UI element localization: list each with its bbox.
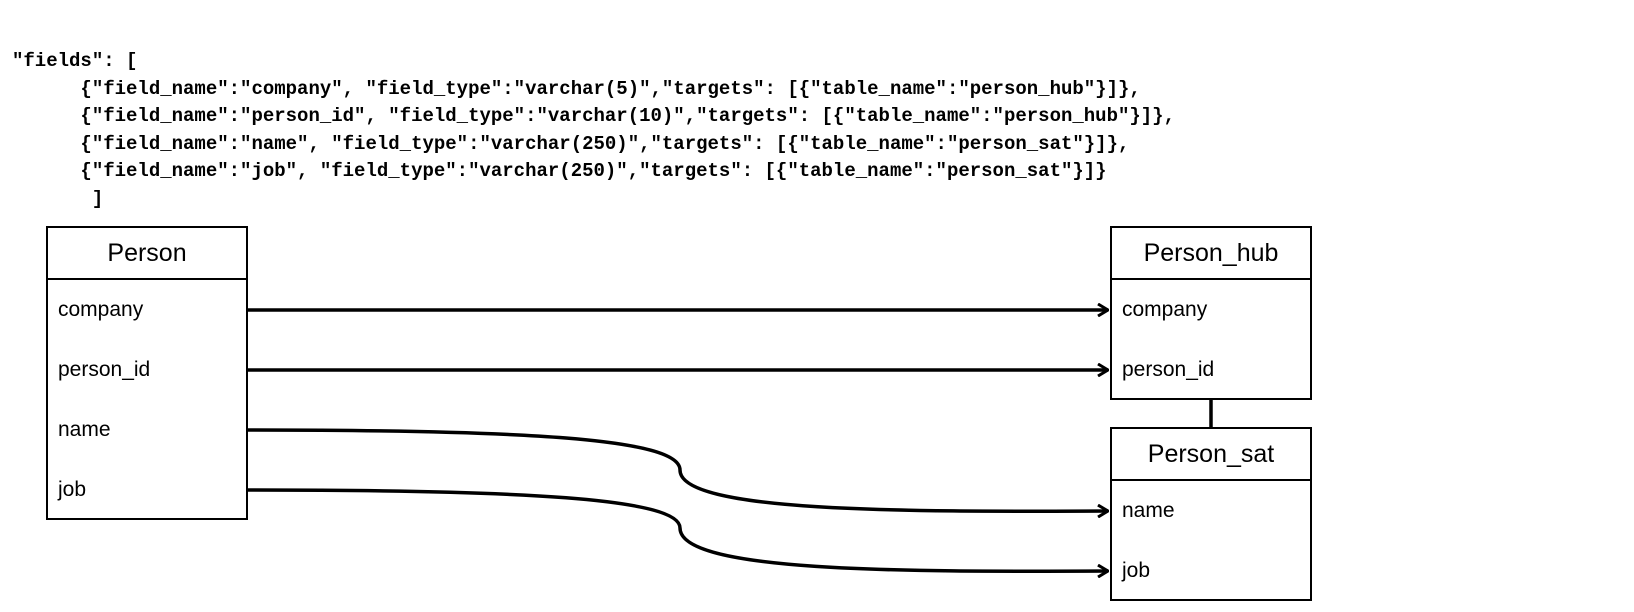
code-line: {"field_name":"company", "field_type":"v… [12, 77, 1141, 100]
code-line: {"field_name":"person_id", "field_type":… [12, 105, 1175, 127]
code-line: {"field_name":"name", "field_type":"varc… [12, 132, 1130, 155]
person-field-name: name [58, 418, 111, 441]
person-table-title: Person [48, 228, 246, 280]
code-line: "fields": [ [12, 50, 138, 72]
fields-json-code-block: "fields": [ {"field_name":"company", "fi… [12, 48, 1175, 213]
code-line: {"field_name":"job", "field_type":"varch… [12, 160, 1107, 182]
code-line: ] [12, 187, 104, 210]
person-sat-table: Person_sat name job [1110, 427, 1312, 601]
person-hub-field-person-id: person_id [1122, 358, 1215, 381]
person-sat-field-name: name [1122, 499, 1175, 522]
person-sat-table-title: Person_sat [1112, 429, 1310, 481]
link-name-to-sat [247, 428, 1108, 511]
person-sat-field-job: job [1122, 559, 1151, 582]
person-field-company: company [58, 298, 144, 321]
person-hub-table-title: Person_hub [1112, 228, 1310, 280]
person-hub-field-company: company [1122, 298, 1208, 321]
person-field-job: job [58, 478, 87, 501]
person-hub-table: Person_hub company person_id [1110, 226, 1312, 400]
person-table: Person company person_id name job [46, 226, 248, 520]
link-job-to-sat [247, 488, 1108, 571]
person-field-person-id: person_id [58, 358, 151, 381]
